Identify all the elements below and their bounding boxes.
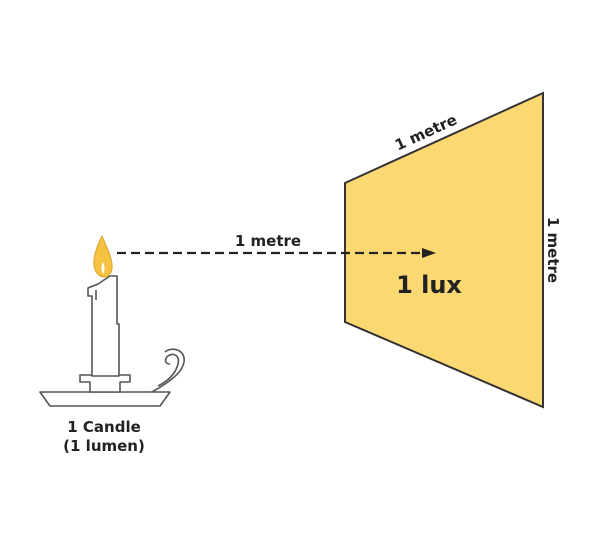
distance-label: 1 metre: [235, 232, 301, 250]
distance-arrow: [117, 248, 436, 258]
illuminated-surface: [344, 91, 544, 409]
surface-height-label: 1 metre: [544, 217, 562, 283]
lumen-label: (1 lumen): [63, 437, 145, 455]
candle-icon: [39, 275, 185, 407]
candle-label: 1 Candle: [67, 418, 141, 436]
flame-icon: [93, 234, 113, 278]
illuminance-label: 1 lux: [396, 271, 462, 299]
